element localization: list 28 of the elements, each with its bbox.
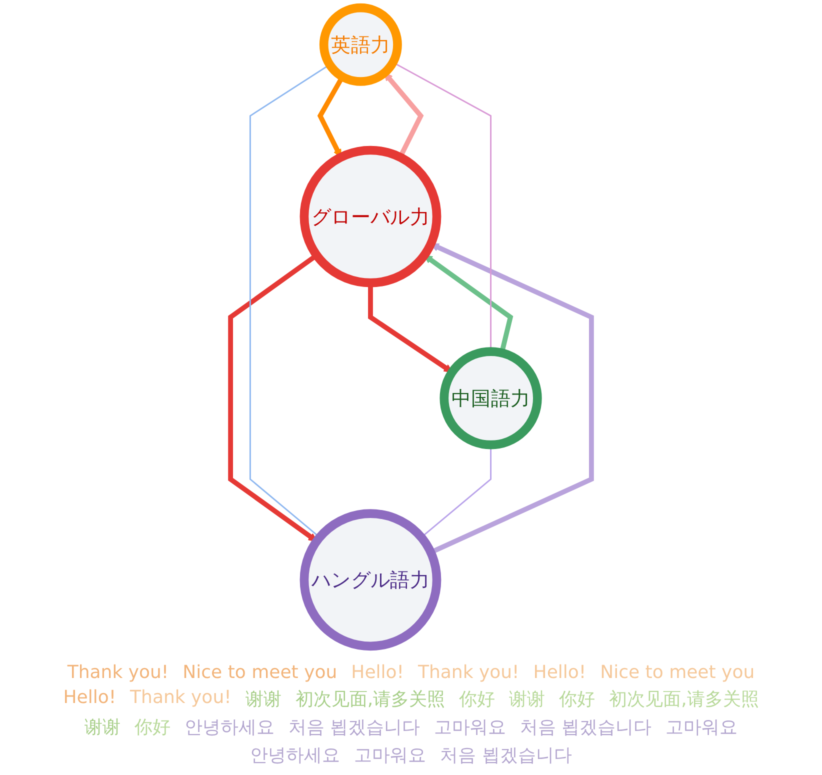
greeting-text: 你好 xyxy=(134,716,170,739)
greeting-text: Hello! xyxy=(351,662,404,683)
greeting-text: 谢谢 xyxy=(84,716,120,739)
greeting-text: 你好 xyxy=(559,688,596,711)
node-circle: 中国語力 xyxy=(440,347,542,450)
node-circle: ハングル語力 xyxy=(300,509,442,651)
greeting-text: Thank you! xyxy=(418,662,520,683)
greeting-text: 谢谢 xyxy=(509,688,546,711)
greeting-text: 初次见面,请多关照 xyxy=(295,688,446,711)
greeting-text: Nice to meet you xyxy=(182,662,338,683)
greeting-text: Hello! xyxy=(533,662,586,683)
greeting-text: Hello! xyxy=(63,687,116,710)
greeting-text: 고마워요 xyxy=(666,716,738,739)
greeting-text: 처음 뵙겠습니다 xyxy=(520,716,652,739)
greeting-text: Thank you! xyxy=(130,687,232,710)
node-circle: グローバル力 xyxy=(300,146,442,288)
greeting-text: 안녕하세요 xyxy=(250,744,340,767)
greeting-text: Nice to meet you xyxy=(600,662,755,683)
greeting-text: 처음 뵙겠습니다 xyxy=(288,716,420,739)
node-circle: 英語力 xyxy=(319,3,402,86)
greeting-text: Thank you! xyxy=(67,662,169,683)
greeting-text: 고마워요 xyxy=(354,744,426,767)
greeting-text: 谢谢 xyxy=(245,688,282,711)
greeting-text: 안녕하세요 xyxy=(184,716,274,739)
greeting-text: 고마워요 xyxy=(434,716,506,739)
greeting-text: 你好 xyxy=(459,688,496,711)
greeting-text: 初次见面,请多关照 xyxy=(609,688,759,711)
greeting-text: 처음 뵙겠습니다 xyxy=(440,744,572,767)
